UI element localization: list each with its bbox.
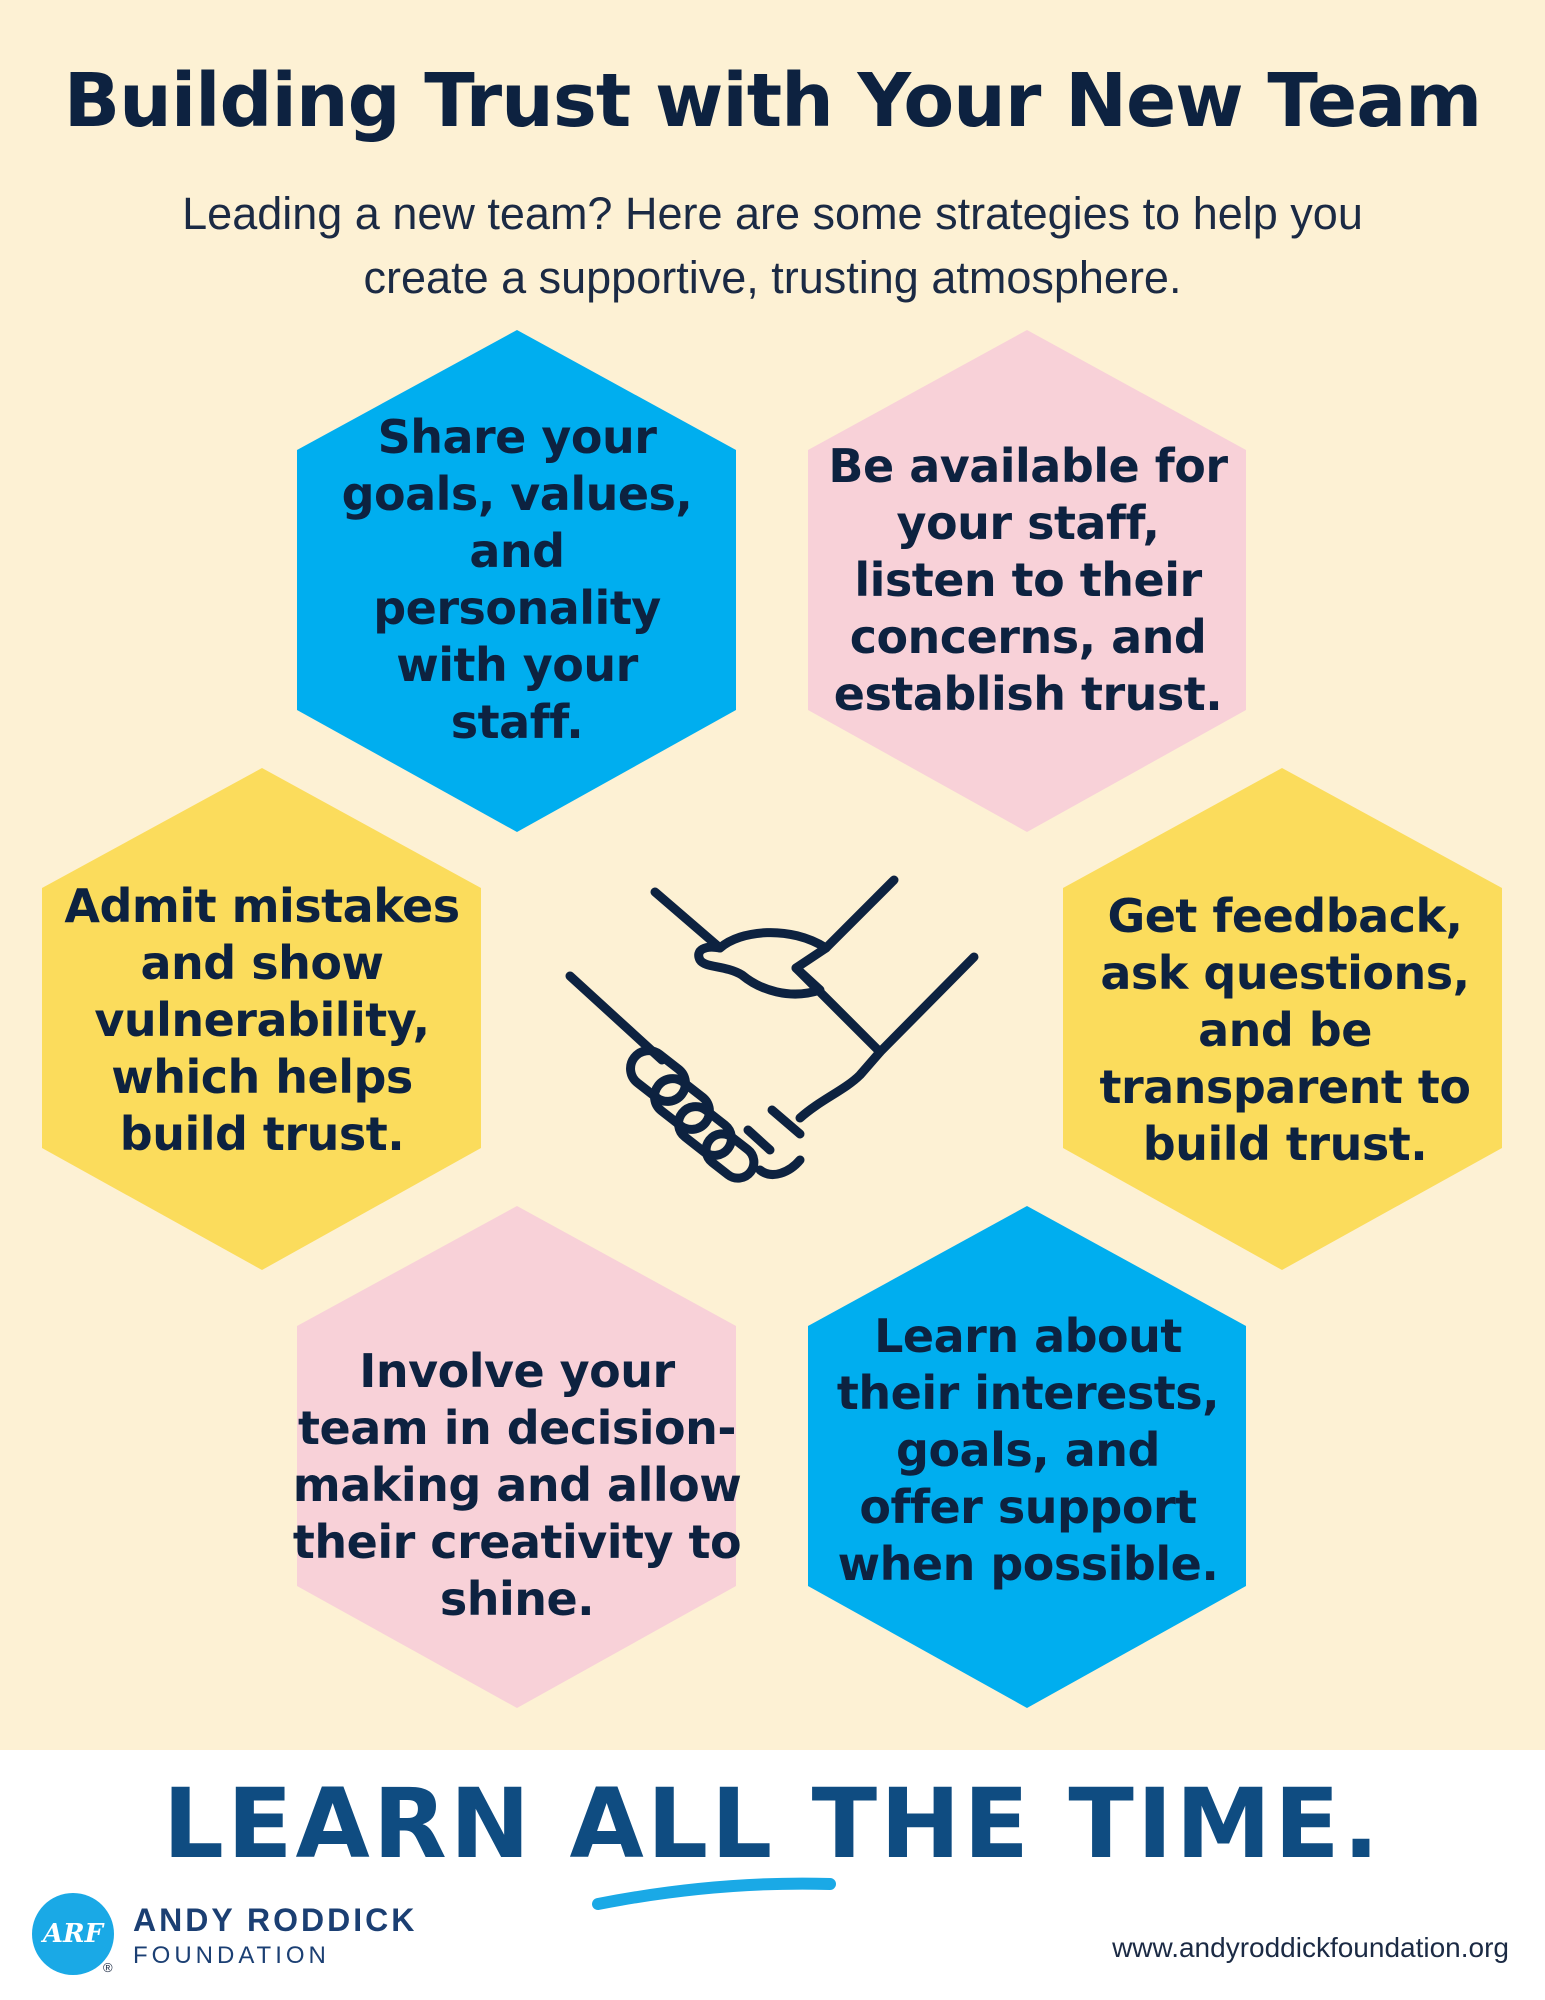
registered-mark: ® [103, 1960, 113, 1975]
tagline: LEARN ALL THE TIME. [0, 1768, 1545, 1880]
swoosh-icon [592, 1877, 836, 1910]
website-link[interactable]: www.andyroddickfoundation.org [1112, 1932, 1509, 1963]
org-subtitle: FOUNDATION [133, 1942, 330, 1969]
tagline-end: THE TIME. [775, 1768, 1383, 1880]
page-subtitle: Leading a new team? Here are some strate… [182, 188, 1363, 303]
tagline-start: LEARN [162, 1768, 570, 1880]
org-name: ANDY RODDICK [133, 1902, 418, 1938]
tip-text-5: Involve your team in decision-making and… [292, 1343, 742, 1626]
hex-tip-1 [297, 330, 736, 832]
hex-tip-3 [42, 768, 481, 1270]
handshake-icon [565, 875, 979, 1183]
tagline-swoosh [592, 1877, 836, 1910]
page-title: Building Trust with Your New Team [63, 58, 1483, 144]
hex-tip-5 [297, 1206, 736, 1708]
tip-text-1: Share your goals, values, and personalit… [341, 410, 693, 749]
hexagon-grid [42, 330, 1502, 1708]
tip-text-6: Learn about their interests, goals, and … [836, 1308, 1220, 1591]
hex-tip-6 [808, 1206, 1246, 1708]
tip-text-2: Be available for your staff, listen to t… [828, 438, 1228, 721]
tagline-emphasis: ALL [569, 1768, 776, 1880]
tip-text-3: Admit mistakes and show vulnerability, w… [64, 878, 460, 1161]
hex-tip-4 [1063, 768, 1502, 1270]
tip-text-4: Get feedback, ask questions, and be tran… [1099, 888, 1471, 1171]
footer [0, 1750, 1545, 2000]
foundation-logo[interactable]: ARF [32, 1893, 114, 1975]
hex-tip-2 [808, 330, 1246, 832]
